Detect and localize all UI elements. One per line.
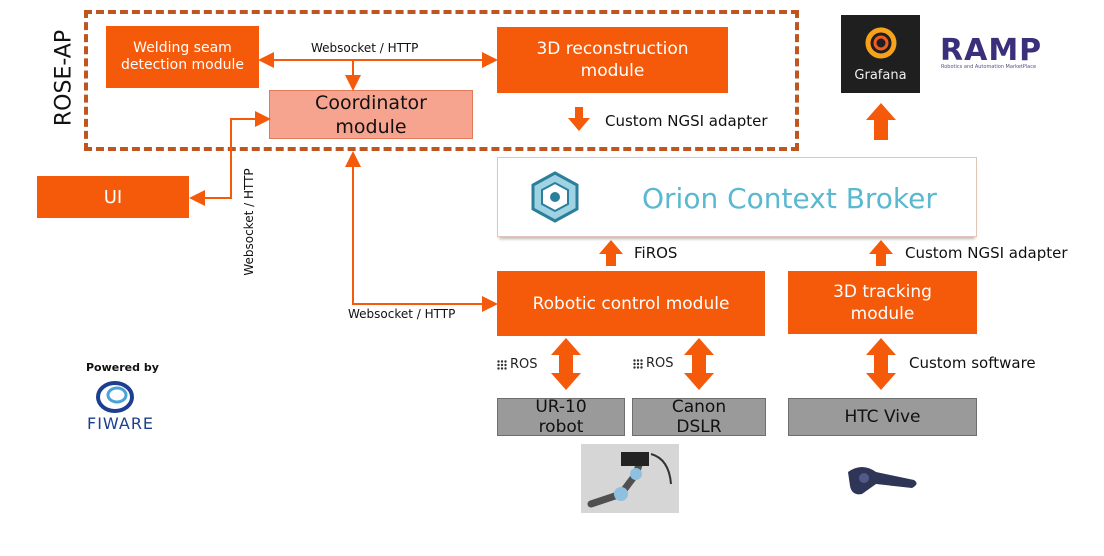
- coordinator-label-1: Coordinator: [315, 91, 427, 114]
- reconstruction-label-1: 3D reconstruction: [536, 39, 689, 59]
- grafana-logo[interactable]: Grafana: [841, 15, 920, 93]
- ros-grid-icon: [497, 355, 507, 374]
- firos-arrow: [599, 240, 623, 266]
- ngsi-right-arrow: [869, 240, 893, 266]
- powered-by-label: Powered by: [86, 361, 159, 374]
- firos-label: FiROS: [634, 244, 678, 262]
- fiware-label: FIWARE: [87, 414, 155, 433]
- grafana-arrow: [866, 103, 896, 140]
- ramp-title: RAMP: [940, 33, 1043, 68]
- coordinator-module[interactable]: Coordinator module: [269, 90, 473, 139]
- ros-label-1: ROS: [510, 357, 538, 372]
- orion-context-broker[interactable]: Orion Context Broker: [497, 157, 977, 237]
- tracking-module[interactable]: 3D tracking module: [788, 271, 977, 334]
- welding-seam-module[interactable]: Welding seam detection module: [106, 26, 259, 88]
- welding-seam-label-2: detection module: [120, 57, 245, 73]
- robotic-control-module[interactable]: Robotic control module: [497, 271, 765, 336]
- coordinator-robot-line: [345, 151, 498, 312]
- orion-logo-icon: [528, 170, 582, 224]
- reconstruction-module[interactable]: 3D reconstruction module: [497, 27, 728, 93]
- ros-arrow-1: [551, 338, 581, 390]
- ws-label-top: Websocket / HTTP: [311, 41, 419, 55]
- ros-label-2: ROS: [646, 356, 674, 371]
- ros-arrow-2: [684, 338, 714, 390]
- ramp-logo[interactable]: RAMP Robotics and Automation MarketPlace: [938, 33, 1048, 75]
- tracking-label-1: 3D tracking: [833, 281, 932, 302]
- ngsi-label-top: Custom NGSI adapter: [605, 112, 768, 130]
- ui-label: UI: [103, 186, 123, 208]
- ws-label-vertical: Websocket / HTTP: [242, 168, 256, 276]
- rose-ap-boundary: [84, 10, 799, 151]
- ur10-robot-device[interactable]: UR-10 robot: [497, 397, 625, 437]
- custom-software-label: Custom software: [909, 354, 1036, 372]
- grafana-swirl-icon: [863, 25, 899, 61]
- coordinator-ui-line: [189, 111, 271, 206]
- orion-title: Orion Context Broker: [642, 182, 937, 215]
- ws-label-bottom: Websocket / HTTP: [348, 307, 456, 321]
- robotic-control-label: Robotic control module: [532, 293, 730, 314]
- robot-arm-photo: [581, 444, 679, 513]
- grafana-label: Grafana: [854, 68, 907, 83]
- htc-vive-device[interactable]: HTC Vive: [788, 398, 977, 436]
- tracking-label-2: module: [850, 303, 915, 324]
- htc-vive-tracker-photo: [842, 458, 920, 498]
- coordinator-label-2: module: [335, 115, 407, 138]
- ros-grid-icon: [633, 354, 643, 373]
- reconstruction-label-2: module: [580, 61, 645, 81]
- ngsi-label-right: Custom NGSI adapter: [905, 244, 1068, 262]
- ur10-label-2: robot: [538, 417, 584, 437]
- ur10-label-1: UR-10: [535, 397, 587, 417]
- welding-seam-label-1: Welding seam: [133, 40, 232, 56]
- ui-module[interactable]: UI: [37, 176, 189, 218]
- ros-label-group-2: ROS: [633, 354, 674, 373]
- htc-label: HTC Vive: [844, 407, 921, 427]
- ramp-subtitle: Robotics and Automation MarketPlace: [941, 64, 1037, 70]
- canon-label-2: DSLR: [676, 417, 722, 437]
- custom-software-arrow: [866, 338, 896, 390]
- canon-label-1: Canon: [671, 397, 727, 417]
- ros-label-group-1: ROS: [497, 355, 538, 374]
- canon-dslr-device[interactable]: Canon DSLR: [632, 397, 766, 437]
- ngsi-top-arrow: [568, 107, 590, 131]
- fiware-logo-icon: [95, 380, 135, 414]
